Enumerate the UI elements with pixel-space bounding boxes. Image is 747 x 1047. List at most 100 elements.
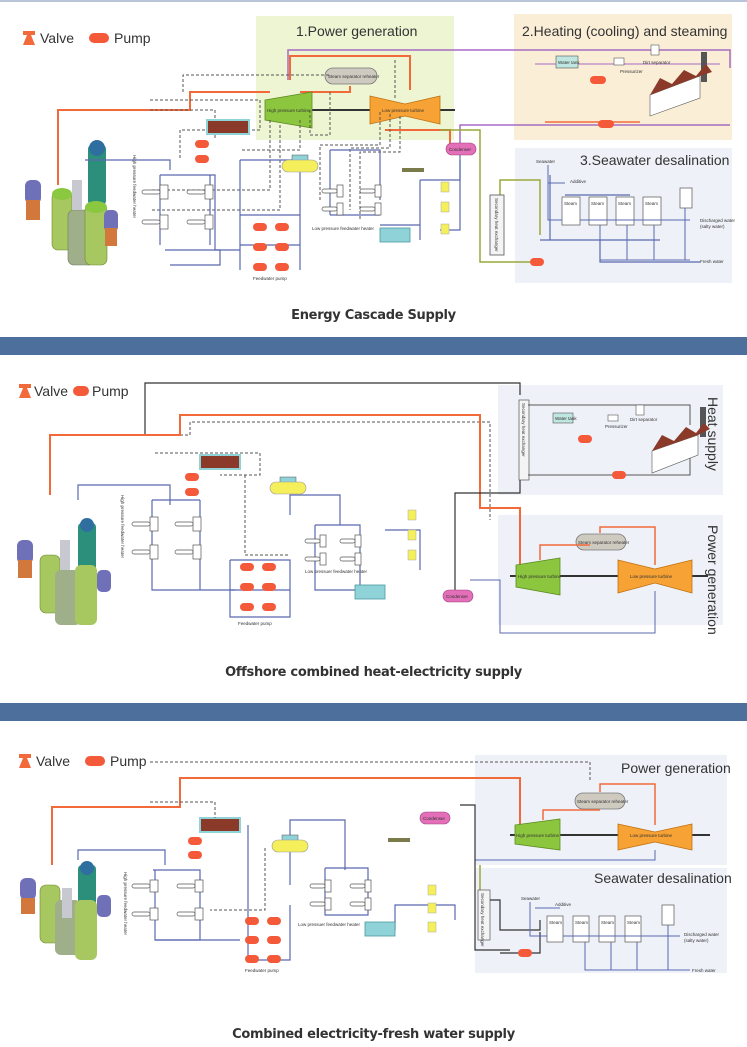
- region-title-power: Power generation: [621, 760, 731, 776]
- vacuum-header: [388, 838, 410, 842]
- secondary-hx-label: Secondary heat exchanger: [521, 403, 526, 457]
- secondary-pump: [530, 258, 544, 266]
- feedwater-pumps: [253, 223, 289, 271]
- gland-steam-cooler: [379, 227, 411, 243]
- steam-label-4: Steam: [627, 920, 640, 925]
- condenser: [419, 811, 451, 825]
- factory-building: [649, 52, 712, 117]
- pressurizer: [613, 57, 625, 66]
- lp-heater-label: Low pressuer feedwater heater: [298, 922, 361, 927]
- section-divider-2: [0, 703, 747, 721]
- seawater-label: Seawater: [521, 896, 541, 901]
- dirt-separator-label: Dirt separator: [630, 417, 658, 422]
- drain-lines: [155, 452, 261, 476]
- hp-turbine: [264, 91, 313, 129]
- valve-icon: [19, 384, 31, 398]
- secondary-heat-exchanger: [477, 889, 491, 941]
- lp-turbine-label: Low pressure turbine: [630, 574, 673, 579]
- feedwater-pump-label: Feedwater pump: [253, 276, 287, 281]
- secondary-outer-line: [460, 804, 510, 951]
- drain-line-top: [150, 421, 491, 520]
- lp-turbine: [369, 95, 441, 125]
- caption-electricity-freshwater: Combined electricity-fresh water supply: [232, 1027, 515, 1042]
- legend-panel-2: Valve Pump: [18, 383, 129, 399]
- water-tank: [552, 412, 574, 424]
- region-title-power: Power generation: [705, 525, 721, 635]
- lp-heater-label: Low pressuer feedwater heater: [305, 569, 368, 574]
- legend-valve-label: Valve: [36, 753, 70, 769]
- condenser: [442, 589, 474, 603]
- condenser-label: Condenser: [446, 594, 469, 599]
- steam-separator-reheater: [324, 67, 378, 85]
- secondary-loop-2: [499, 179, 541, 235]
- salty-water-label: (salty water): [700, 224, 725, 229]
- drain-pumps: [185, 473, 199, 496]
- steam-separator-reheater: [575, 533, 627, 551]
- valve-icon: [19, 754, 31, 768]
- gland-steam-cooler: [354, 584, 386, 600]
- salty-water-label: (salty water): [684, 938, 709, 943]
- reactor-assembly: [17, 518, 111, 625]
- reheat-steam-line: [599, 783, 656, 825]
- drain-lines-2: [210, 848, 266, 911]
- section-divider-1: [0, 337, 747, 355]
- heating-pump: [578, 435, 592, 443]
- dirt-separator: [635, 404, 645, 416]
- evaporator-effects: [561, 196, 662, 226]
- region-title-desalination: 3.Seawater desalination: [580, 152, 729, 168]
- condenser: [445, 142, 477, 156]
- secondary-heat-exchanger: [489, 194, 505, 256]
- legend-panel-3: Valve Pump: [18, 753, 147, 769]
- lp-exhaust-water-line: [470, 579, 656, 634]
- secondary-heat-exchanger: [518, 399, 530, 481]
- reactor-assembly: [20, 861, 111, 960]
- discharged-water-label: Discharged water: [700, 218, 736, 223]
- lp-turbine: [617, 559, 693, 594]
- steam-label-3: Steam: [601, 920, 614, 925]
- legend-pump-label: Pump: [91, 383, 129, 399]
- condenser-label: Condenser: [449, 147, 472, 152]
- water-tank-label: Water tank: [558, 60, 580, 65]
- drain-lines-2: [244, 475, 290, 556]
- water-tank: [555, 55, 579, 69]
- heating-return-pump: [612, 471, 626, 479]
- secondary-pump: [518, 949, 532, 957]
- drain-pumps: [188, 837, 202, 859]
- feedwater-pump-label: Feedwater pump: [238, 621, 272, 626]
- secondary-hx-label: Secondary heat exchanger: [494, 198, 499, 252]
- reheat-steam-line: [599, 526, 656, 565]
- secondary-outer-line: [144, 382, 521, 435]
- deaerator: [281, 159, 319, 173]
- region-title-power: 1.Power generation: [296, 23, 417, 39]
- hp-exhaust-line: [542, 809, 600, 820]
- steam-label-1: Steam: [564, 201, 577, 206]
- legend-valve-label: Valve: [34, 383, 68, 399]
- heat-loop: [528, 404, 691, 476]
- additive-label: Additive: [555, 902, 572, 907]
- steam-label-2: Steam: [575, 920, 588, 925]
- dirt-separator-label: Dirt separator: [643, 60, 671, 65]
- diagram-electricity-freshwater: Power generation Seawater desalination H…: [20, 755, 732, 973]
- drain-line-top: [150, 761, 591, 780]
- steam-label-2: Steam: [591, 201, 604, 206]
- drain-lines: [150, 801, 216, 818]
- final-condenser: [661, 904, 675, 926]
- main-steam-line: [51, 777, 521, 865]
- drain-lines: [150, 60, 401, 220]
- steam-label-1: Steam: [549, 920, 562, 925]
- separator-label: Steam separator reheater: [577, 799, 629, 804]
- steam-label-3: Steam: [618, 201, 631, 206]
- deaerator: [271, 839, 309, 853]
- heat-supply-line: [287, 49, 731, 80]
- hp-feedwater-heater: [131, 516, 202, 560]
- legend-pump-label: Pump: [109, 753, 147, 769]
- hp-feedwater-heater: [141, 184, 214, 230]
- lp-feedwater-heater: [304, 534, 362, 566]
- pump-icon: [88, 33, 109, 43]
- hp-heater-shell: [206, 119, 250, 135]
- lp-turbine-label: Low pressure turbine: [382, 108, 425, 113]
- secondary-desal-loop: [490, 899, 541, 954]
- hp-turbine: [515, 557, 561, 596]
- condensate-pumps: [407, 509, 417, 561]
- lp-feedwater-heater: [309, 879, 372, 911]
